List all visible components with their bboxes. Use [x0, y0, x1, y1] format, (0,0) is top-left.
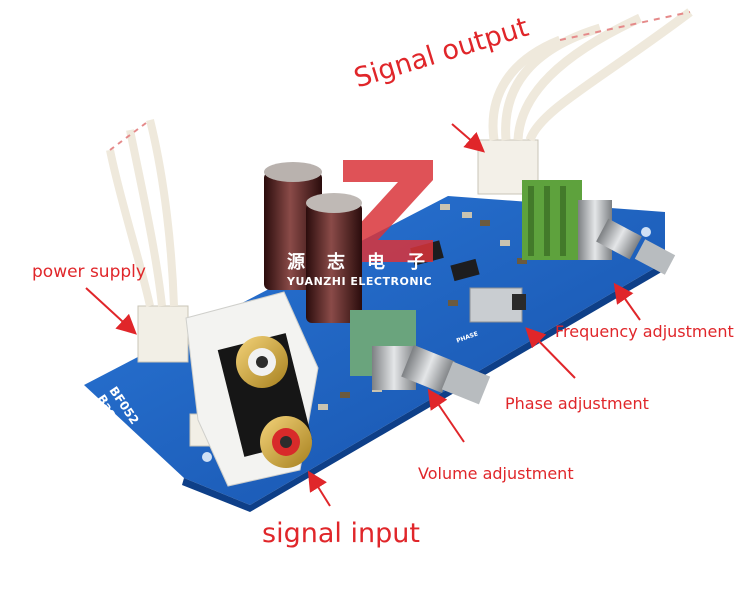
- watermark-logo: [343, 160, 433, 262]
- label-signal-input: signal input: [262, 518, 420, 549]
- signal-output-connector: [477, 8, 693, 195]
- arrow-power-supply: [85, 287, 137, 335]
- arrow-phase: [525, 327, 576, 379]
- arrow-signal-input: [307, 470, 331, 507]
- watermark-chinese: 源志电子: [287, 252, 447, 273]
- volume-potentiometer: [350, 310, 491, 405]
- arrow-frequency: [613, 282, 641, 321]
- electrolytic-capacitor: [306, 193, 362, 323]
- watermark-english: YUANZHI ELECTRONIC: [287, 275, 433, 288]
- power-supply-connector: [106, 119, 189, 363]
- arrow-volume: [427, 388, 465, 443]
- label-power-supply: power supply: [32, 262, 146, 282]
- label-frequency-adjustment: Frequency adjustment: [555, 322, 734, 341]
- label-volume-adjustment: Volume adjustment: [418, 464, 574, 483]
- label-phase-adjustment: Phase adjustment: [505, 394, 649, 413]
- arrow-signal-output: [451, 123, 486, 153]
- ic-chip: [450, 258, 480, 282]
- mounting-hole: [641, 227, 651, 237]
- rca-input-jack: [185, 291, 319, 487]
- mounting-hole: [202, 452, 212, 462]
- frequency-potentiometer: [522, 180, 676, 275]
- phase-switch: [469, 287, 526, 323]
